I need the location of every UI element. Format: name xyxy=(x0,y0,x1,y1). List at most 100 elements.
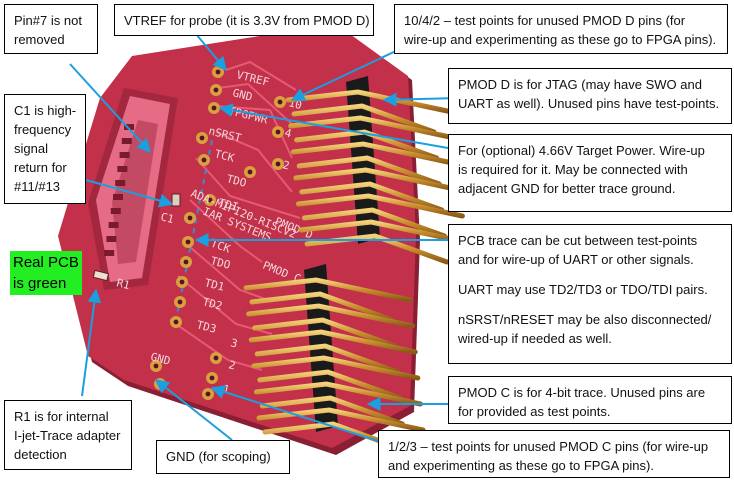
callout-gnd: GND (for scoping) xyxy=(156,440,290,474)
callout-text: For (optional) 4.66V Target Power. Wire-… xyxy=(458,143,705,158)
note-text: Real PCB xyxy=(13,254,79,271)
header-pin xyxy=(254,343,400,375)
callout-text: return for xyxy=(14,160,67,175)
pcb-label-gnd-top: GND xyxy=(231,86,253,103)
pcb-label-td1: TD1 xyxy=(203,276,225,293)
pcb-label-tdo-top: TDO xyxy=(225,172,247,189)
callout-text: removed xyxy=(14,32,65,47)
test-pads xyxy=(150,66,286,400)
callout-text: I-jet-Trace adapter xyxy=(14,428,121,443)
callout-text: VTREF for probe (it is 3.3V from PMOD D) xyxy=(124,13,370,28)
arrow-vtref xyxy=(195,33,227,72)
test-pad-hole xyxy=(199,135,205,141)
header-pin xyxy=(249,291,395,323)
callout-r1: R1 is for internal I-jet-Trace adapter d… xyxy=(4,400,132,470)
pcb-label-tck: TCK xyxy=(213,147,236,165)
test-pad-hole xyxy=(247,169,253,175)
header-pin xyxy=(257,369,403,401)
connector-slot xyxy=(121,138,132,144)
callout-text: nSRST/nRESET may be also disconnected/ xyxy=(458,312,712,327)
arrow-pmodc-tp xyxy=(210,385,395,447)
test-pad-hole xyxy=(213,87,219,93)
callout-text: Pin#7 is not xyxy=(14,13,82,28)
callout-text: R1 is for internal xyxy=(14,409,109,424)
header-pin xyxy=(243,277,413,303)
test-pad-hole xyxy=(173,319,179,325)
connector-slot xyxy=(119,152,130,158)
header-pin xyxy=(293,167,463,193)
arrow-gnd xyxy=(154,379,233,441)
callout-text: PMOD C is for 4-bit trace. Unused pins a… xyxy=(458,385,706,400)
pcb-label-n2b: 2 xyxy=(227,358,237,372)
header-pin xyxy=(252,317,398,349)
header-pin xyxy=(290,141,460,167)
arrow-pmodd-jtag xyxy=(382,92,459,107)
callout-pin7: Pin#7 is not removed xyxy=(4,4,98,54)
arrow-r1 xyxy=(81,288,102,397)
callout-text: adjacent GND for better trace ground. xyxy=(458,181,676,196)
callout-text: PCB trace can be cut between test-points xyxy=(458,233,698,248)
test-pad-hole xyxy=(213,355,219,361)
pcb-label-n3: 3 xyxy=(229,336,239,350)
callout-text: #11/#13 xyxy=(14,179,61,194)
test-pad-hole xyxy=(183,259,189,265)
arrow-target-power xyxy=(218,103,449,149)
connector-slot xyxy=(115,180,126,186)
callout-text: UART as well). Unused pins have test-poi… xyxy=(458,96,720,111)
trace-cut-marks xyxy=(175,139,213,321)
header-pin xyxy=(248,329,418,355)
test-pad-hole xyxy=(215,69,221,75)
callout-text: 1/2/3 – test points for unused PMOD C pi… xyxy=(388,439,709,454)
header-pin xyxy=(253,381,423,407)
header-pin xyxy=(301,207,447,239)
test-pad-hole xyxy=(179,279,185,285)
callout-pmodc-testpoints: 1/2/3 – test points for unused PMOD C pi… xyxy=(378,430,730,478)
test-pad-hole xyxy=(205,391,211,397)
callout-text: frequency xyxy=(14,122,72,137)
pcb-label-tdo2: TDO xyxy=(209,254,231,271)
pcb-label-c1: C1 xyxy=(159,210,175,226)
test-pad-hole xyxy=(275,161,281,167)
test-pad-hole xyxy=(211,105,217,111)
test-pad-hole xyxy=(177,299,183,305)
test-pad-hole xyxy=(209,375,215,381)
header-pin xyxy=(291,103,437,135)
callout-text: signal xyxy=(14,141,48,156)
header-pin xyxy=(294,129,440,161)
test-pad-hole xyxy=(207,197,213,203)
connector-slot xyxy=(117,166,128,172)
test-pad-hole xyxy=(153,363,159,369)
callout-c1: C1 is high- frequency signal return for … xyxy=(4,94,86,204)
callout-pmodd-jtag: PMOD D is for JTAG (may have SWO and UAR… xyxy=(448,68,732,124)
callout-text: GND (for scoping) xyxy=(166,449,271,464)
pcb-label-tdi: TDI xyxy=(217,196,239,213)
connector-slot xyxy=(104,250,115,256)
capacitor-c1 xyxy=(171,193,181,207)
arrow-pmodd-tp xyxy=(290,49,399,101)
header-pin xyxy=(259,395,405,427)
header-pin xyxy=(296,155,442,187)
connector-slot xyxy=(106,236,117,242)
pmod-d-header xyxy=(285,76,468,265)
header-pin xyxy=(285,89,455,115)
connector-slot xyxy=(124,124,134,130)
callout-text: UART may use TD2/TD3 or TDO/TDI pairs. xyxy=(458,282,708,297)
callout-text: 10/4/2 – test points for unused PMOD D p… xyxy=(404,13,686,28)
pcb-traces xyxy=(169,60,301,371)
callout-text: and for wire-up of UART or other signals… xyxy=(458,252,694,267)
test-pad-hole xyxy=(277,99,283,105)
callout-text: and experimenting as these go to FPGA pi… xyxy=(388,458,654,473)
callout-text: detection xyxy=(14,447,67,462)
pcb-label-td3: TD3 xyxy=(195,318,217,335)
resistor-r1 xyxy=(92,269,110,282)
pcb-label-r1: R1 xyxy=(115,276,131,292)
callout-target-power: For (optional) 4.66V Target Power. Wire-… xyxy=(448,134,732,212)
real-pcb-note: Real PCB is green xyxy=(10,251,82,295)
callout-text: C1 is high- xyxy=(14,103,77,118)
callout-vtref: VTREF for probe (it is 3.3V from PMOD D) xyxy=(114,4,374,36)
connector-slot xyxy=(110,208,121,214)
header-pin xyxy=(246,303,416,329)
test-pad-hole xyxy=(275,129,281,135)
header-pin xyxy=(298,219,468,245)
callout-pmodc-trace: PMOD C is for 4-bit trace. Unused pins a… xyxy=(448,376,732,424)
